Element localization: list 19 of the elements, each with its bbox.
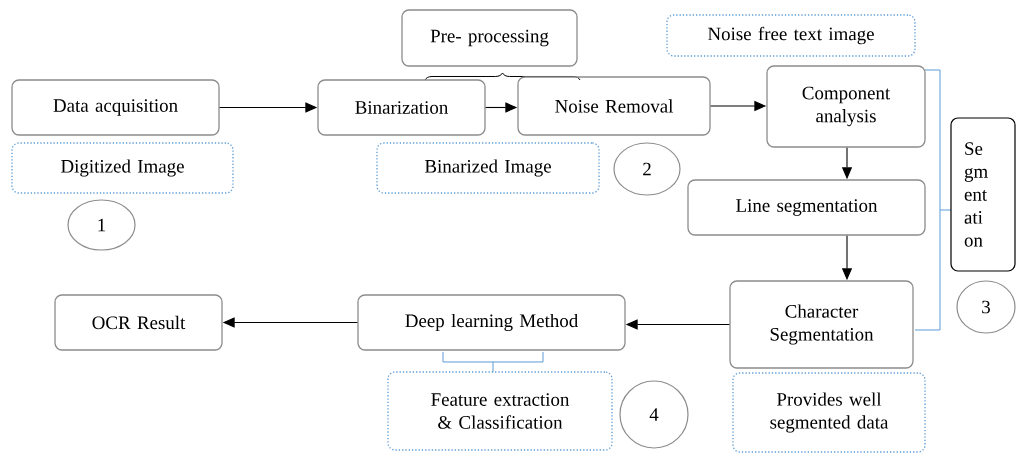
step-number: 3	[956, 280, 1016, 334]
process-box: Deep learning Method	[357, 294, 626, 351]
segmentation-box: Se gm ent ati on	[950, 117, 1016, 272]
process-box: Character Segmentation	[729, 280, 914, 369]
process-box: Binarization	[317, 79, 486, 136]
note-box: Feature extraction & Classification	[387, 371, 613, 451]
process-box: OCR Result	[54, 294, 223, 351]
process-box: Data acquisition	[11, 79, 220, 136]
step-number: 2	[613, 142, 681, 196]
note-box: Noise free text image	[666, 14, 916, 57]
note-box: Digitized Image	[11, 142, 234, 194]
note-box: Provides well segmented data	[732, 372, 926, 453]
process-box: Line segmentation	[687, 179, 926, 236]
step-number: 1	[67, 199, 136, 251]
step-number: 4	[619, 380, 689, 449]
process-box: Noise Removal	[517, 76, 711, 136]
note-box: Binarized Image	[376, 142, 600, 194]
process-box: Pre- processing	[401, 9, 578, 67]
process-box: Component analysis	[766, 65, 926, 148]
